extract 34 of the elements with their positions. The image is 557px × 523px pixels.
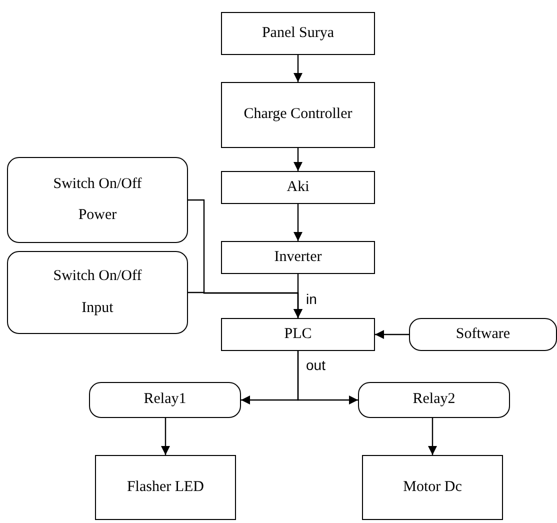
node-label: Charge Controller	[244, 105, 352, 124]
arrow	[188, 292, 302, 318]
arrow	[294, 55, 302, 82]
rounded-box	[358, 382, 510, 418]
node-label: Software	[456, 324, 510, 344]
process-box	[221, 318, 375, 351]
node-label: Inverter	[274, 248, 322, 267]
node-label: Switch On/Off Input	[52, 267, 143, 318]
port-label: out	[306, 357, 326, 373]
rounded-box	[7, 157, 188, 243]
rounded-box	[409, 318, 557, 351]
arrow	[161, 418, 170, 455]
arrow	[428, 418, 437, 455]
process-box	[221, 171, 375, 204]
node-label: Relay1	[144, 390, 186, 410]
node-label: Aki	[286, 178, 310, 197]
node-label: PLC	[284, 324, 312, 344]
process-box	[221, 241, 375, 274]
arrow	[375, 330, 409, 339]
node-label: Motor Dc	[403, 478, 462, 497]
node-label: Flasher LED	[126, 478, 204, 497]
process-box	[221, 82, 375, 148]
rounded-box	[7, 251, 188, 334]
arrow	[294, 148, 302, 171]
arrow	[294, 204, 302, 241]
node-label: Panel Surya	[262, 24, 334, 43]
process-box	[95, 455, 236, 520]
port-label: in	[306, 291, 317, 307]
node-label: Relay2	[412, 390, 456, 410]
node-label: Switch On/Off Power	[52, 174, 143, 225]
process-box	[221, 12, 375, 55]
process-box	[362, 455, 503, 520]
rounded-box	[89, 382, 241, 418]
arrow	[297, 351, 358, 404]
